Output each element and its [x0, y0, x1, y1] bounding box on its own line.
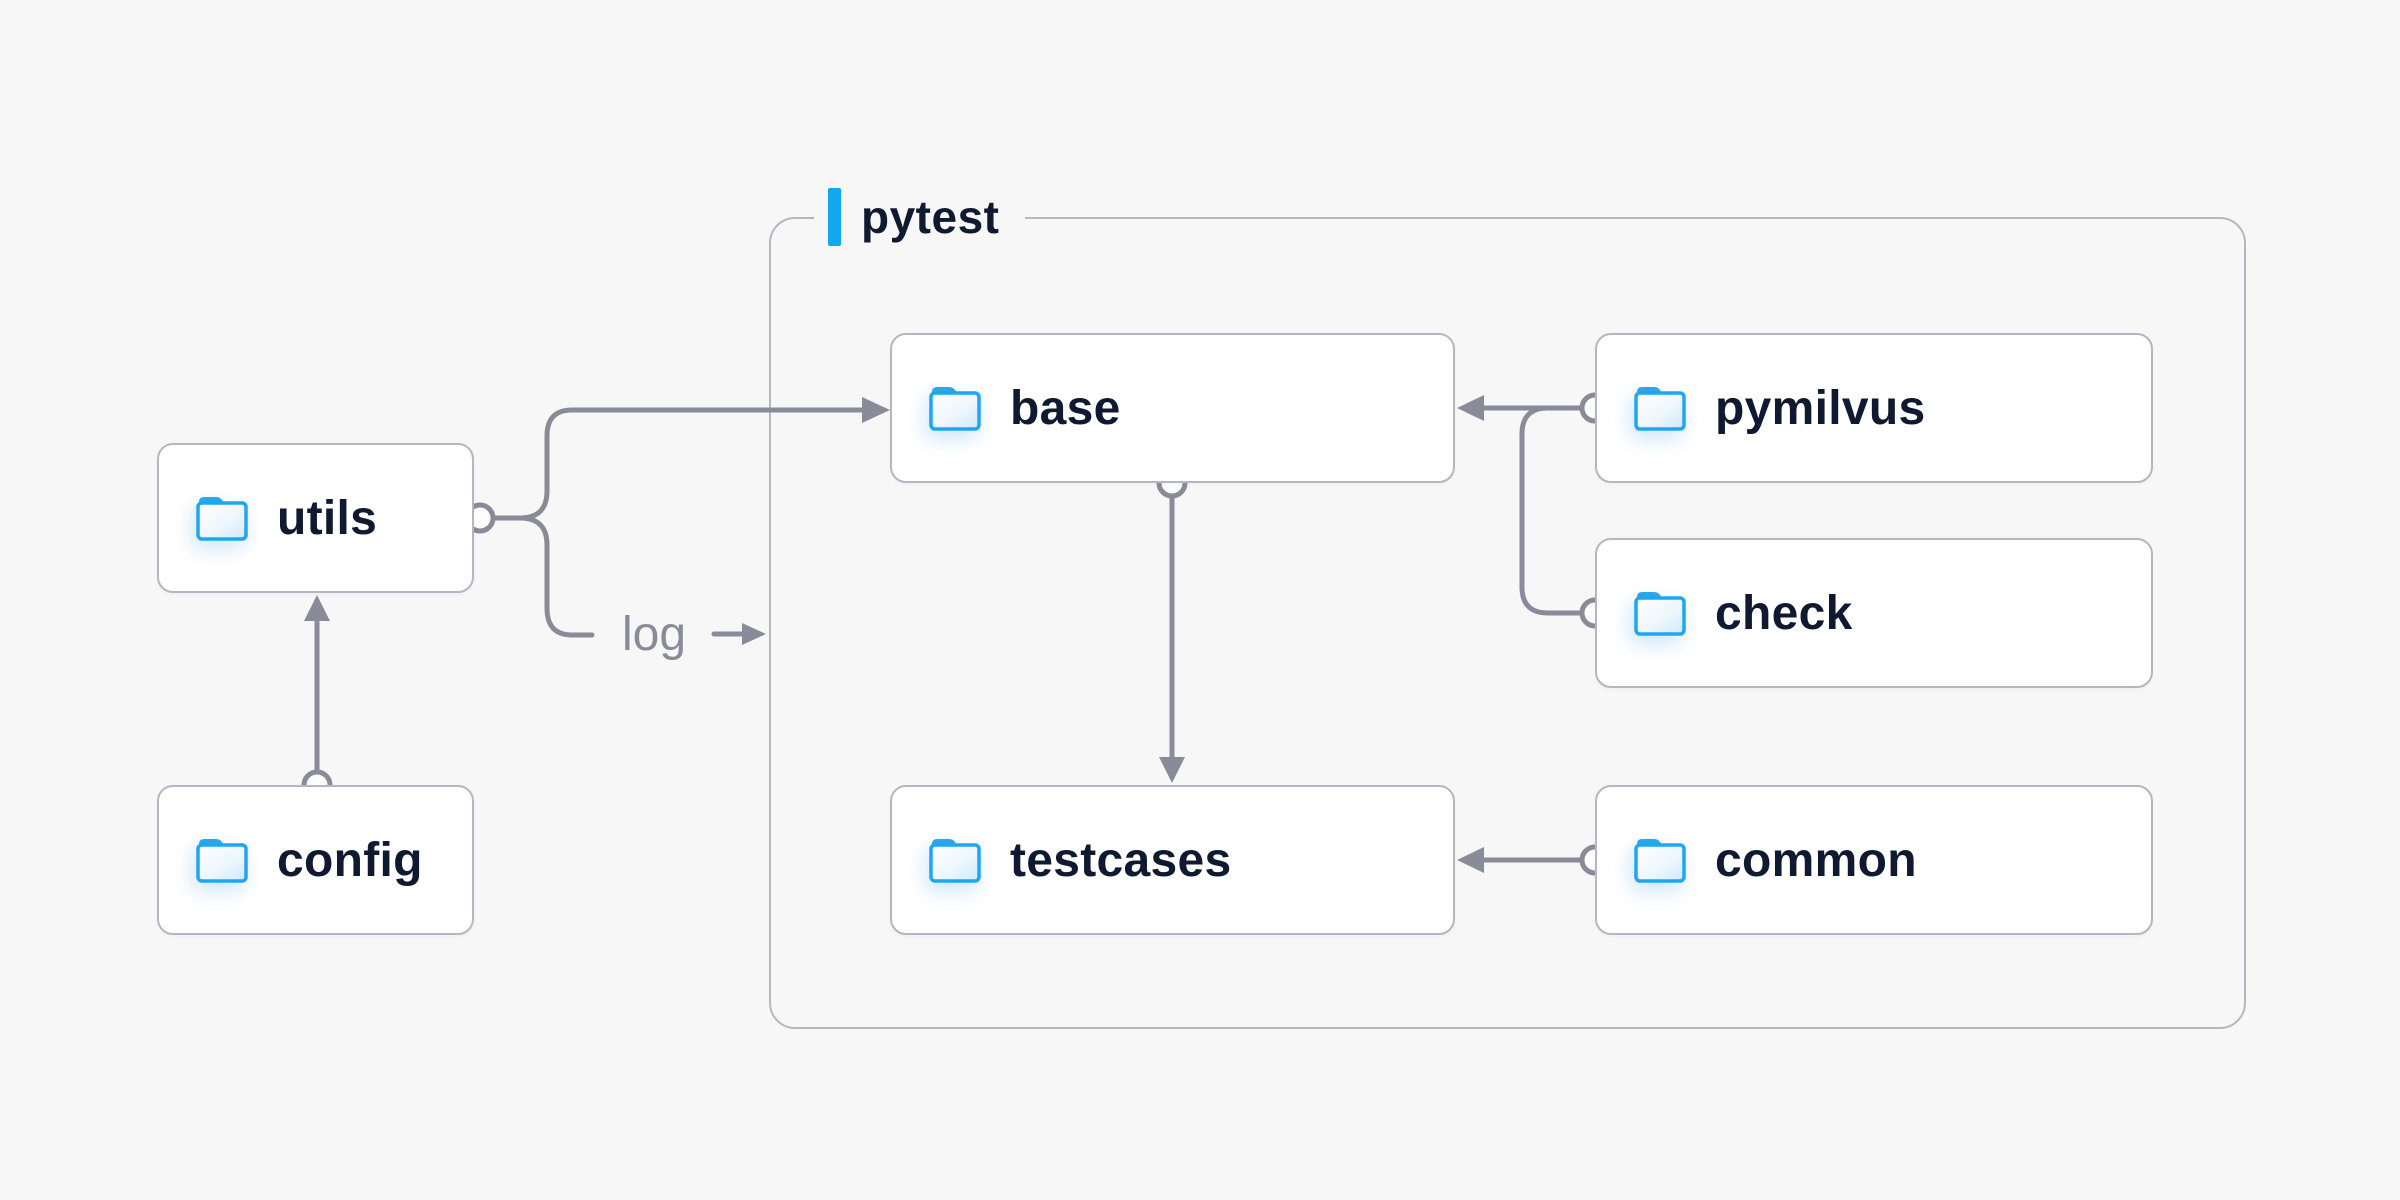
- node-label: config: [277, 833, 423, 887]
- node-label: testcases: [1010, 833, 1232, 887]
- folder-icon: [929, 387, 981, 431]
- node-check: check: [1595, 538, 2153, 688]
- accent-bar: [828, 188, 841, 246]
- node-config: config: [157, 785, 474, 935]
- node-label: pymilvus: [1715, 381, 1926, 435]
- folder-icon: [1634, 839, 1686, 883]
- node-label: check: [1715, 586, 1853, 640]
- node-pymilvus: pymilvus: [1595, 333, 2153, 483]
- folder-icon: [1634, 387, 1686, 431]
- node-common: common: [1595, 785, 2153, 935]
- node-label: base: [1010, 381, 1121, 435]
- group-title: pytest: [861, 191, 1000, 243]
- edge-label-log: log: [621, 607, 687, 661]
- node-utils: utils: [157, 443, 474, 593]
- node-testcases: testcases: [890, 785, 1455, 935]
- node-label: utils: [277, 491, 378, 545]
- edge-utils-to-log: [517, 515, 595, 638]
- node-base: base: [890, 333, 1455, 483]
- pytest-group-label: pytest: [814, 182, 1026, 252]
- pytest-group-box: [769, 217, 2246, 1029]
- folder-icon: [929, 839, 981, 883]
- folder-icon: [196, 497, 248, 541]
- folder-icon: [1634, 592, 1686, 636]
- arrowhead-log: [742, 623, 766, 645]
- folder-icon: [196, 839, 248, 883]
- arrowhead-into-utils-bottom: [304, 595, 330, 621]
- node-label: common: [1715, 833, 1917, 887]
